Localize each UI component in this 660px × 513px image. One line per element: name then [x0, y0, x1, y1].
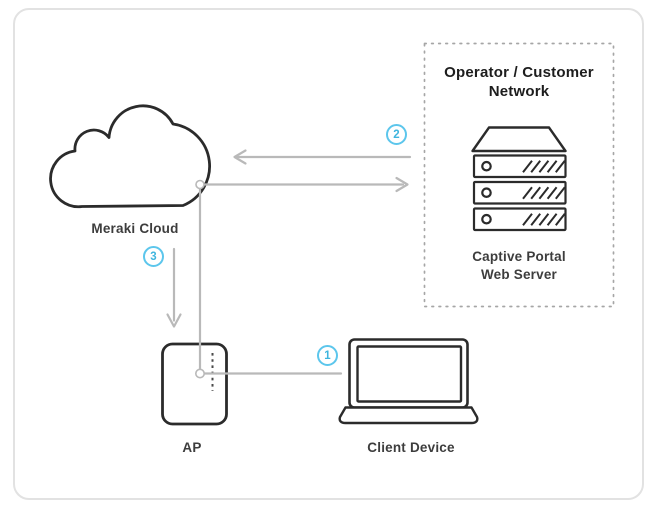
operator-network-title: Operator / Customer Network	[429, 63, 609, 101]
arrow-right-head-icon	[395, 176, 409, 193]
operator-network-title-line1: Operator / Customer	[444, 64, 594, 81]
ap-label: AP	[182, 440, 202, 455]
arrow-left-head-icon	[233, 149, 247, 165]
meraki-cloud-label: Meraki Cloud	[91, 221, 179, 236]
access-point-icon	[161, 342, 228, 426]
connector-dot-cloud	[195, 179, 205, 190]
laptop-icon	[338, 338, 479, 425]
server-stack-icon	[471, 126, 567, 232]
server-vent-hatch	[522, 160, 566, 226]
step-2-badge: 2	[386, 124, 407, 145]
operator-network-title-line2: Network	[488, 83, 550, 100]
step-3-badge: 3	[143, 246, 164, 267]
captive-portal-label: Captive Portal Web Server	[444, 248, 594, 284]
cloud-icon	[49, 104, 211, 209]
step-1-badge: 1	[317, 345, 338, 366]
connector-dot-ap	[195, 368, 206, 379]
arrow-down-head-icon	[166, 313, 182, 328]
client-device-label: Client Device	[367, 440, 455, 455]
diagram-card	[13, 8, 644, 500]
captive-portal-label-line1: Captive Portal	[472, 249, 566, 264]
captive-portal-label-line2: Web Server	[480, 267, 558, 282]
network-boundary-box	[423, 42, 615, 308]
